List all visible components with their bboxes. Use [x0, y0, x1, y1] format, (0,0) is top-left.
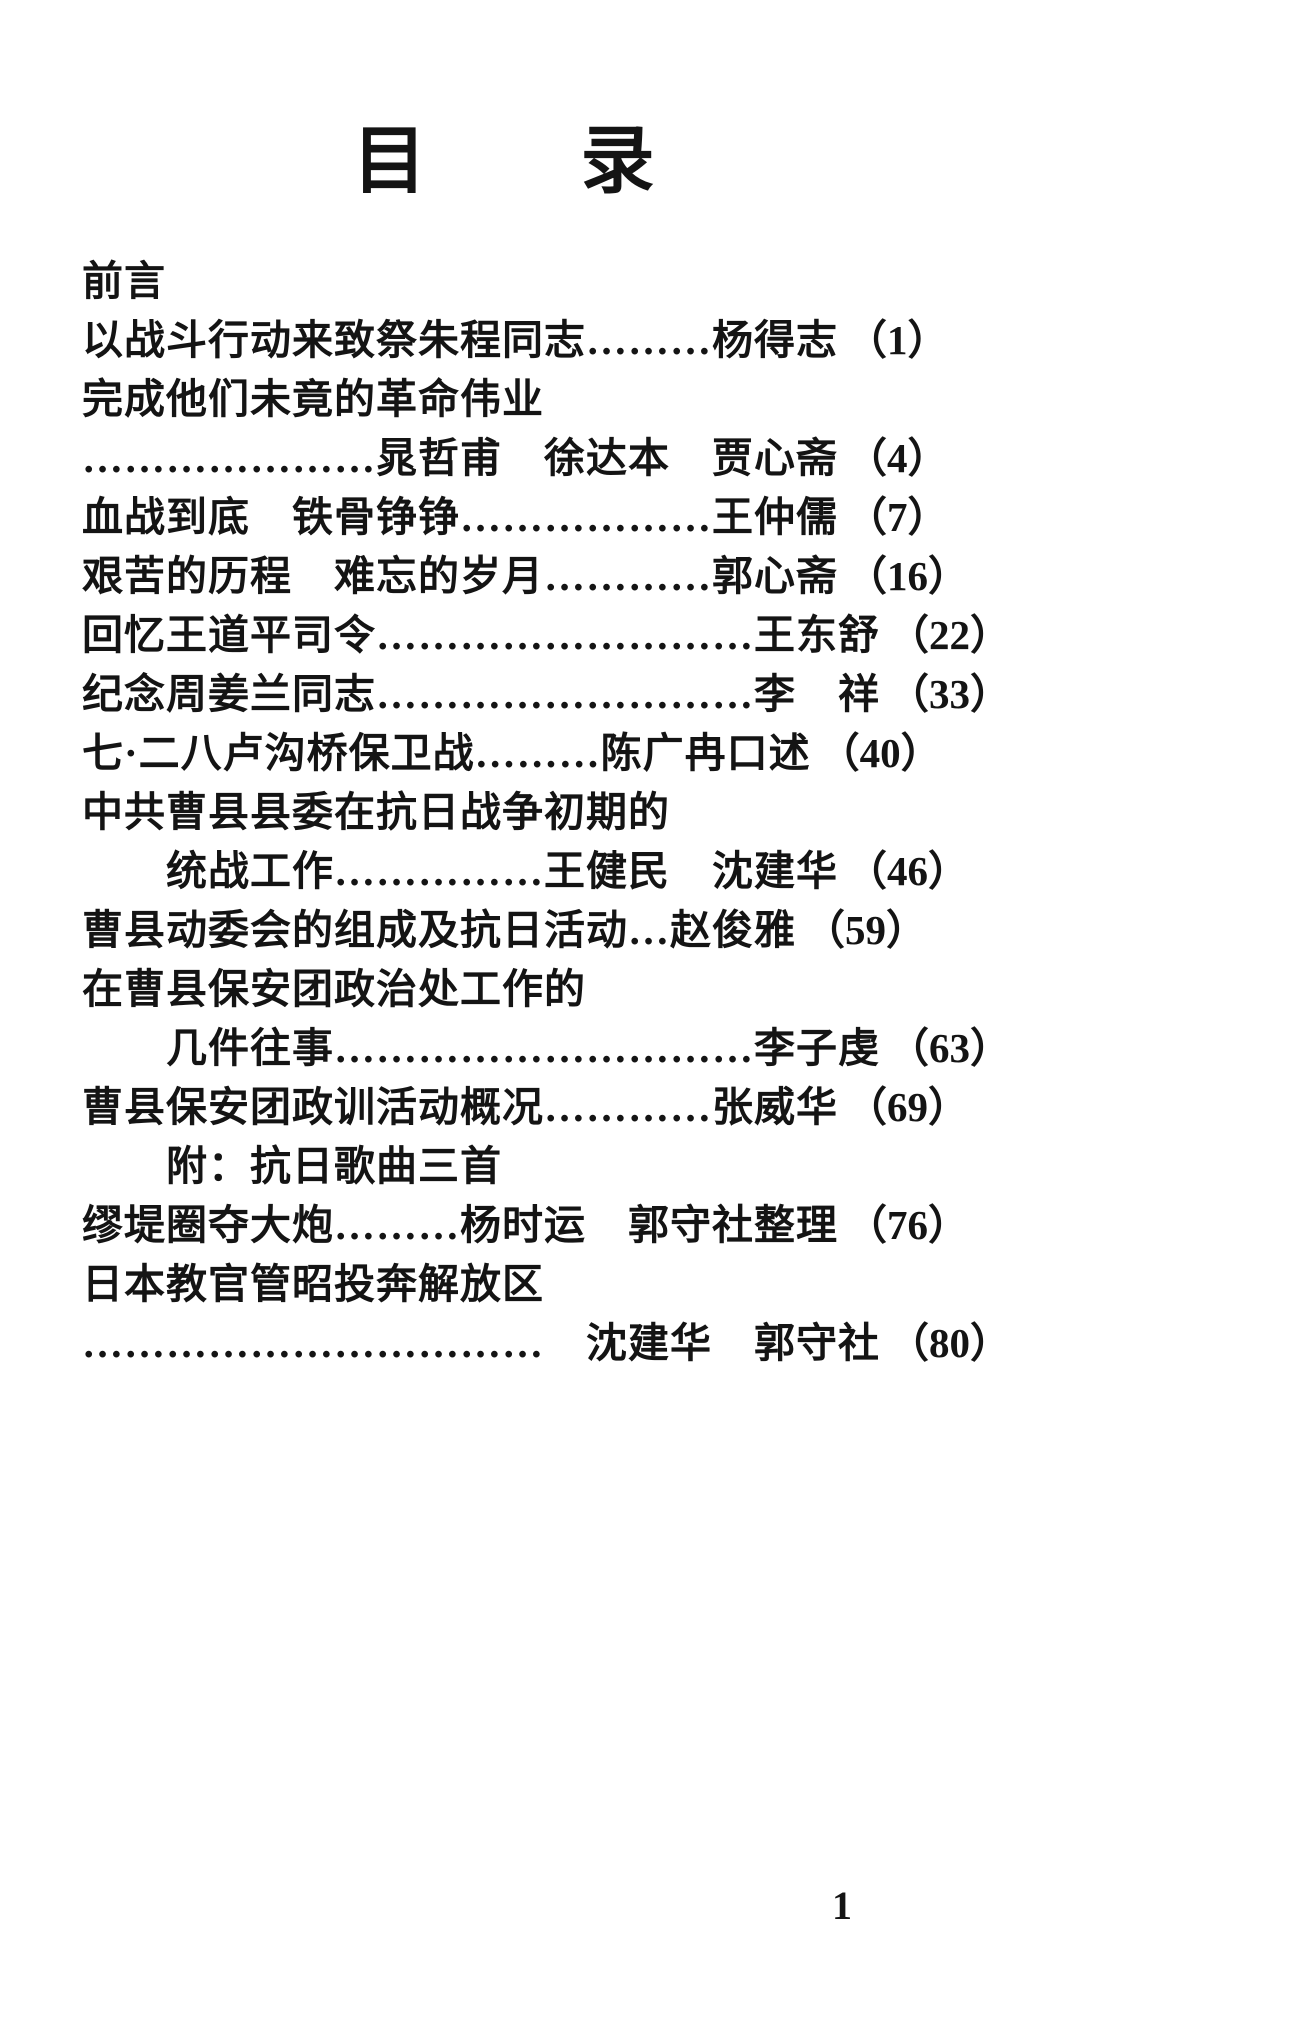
toc-entry: 在曹县保安团政治处工作的: [82, 960, 927, 1019]
entry-page-number: （80）: [888, 1320, 1011, 1366]
toc-entry: 几件往事…………………………李子虔 （63）: [82, 1019, 1011, 1078]
toc-entry: 艰苦的历程 难忘的岁月…………郭心斋 （16）: [82, 547, 969, 606]
entry-text: 七·二八卢沟桥保卫战………陈广冉口述: [82, 730, 811, 776]
toc-entry: 曹县保安团政训活动概况…………张威华 （69）: [82, 1078, 969, 1137]
entry-text: 日本教官管昭投奔解放区: [82, 1261, 544, 1307]
entry-text: 几件往事…………………………李子虔: [166, 1025, 880, 1071]
entry-text: 曹县保安团政训活动概况…………张威华: [82, 1084, 838, 1130]
toc-entry: 血战到底 铁骨铮铮………………王仲儒 （7）: [82, 488, 949, 547]
toc-entry: 前言: [82, 252, 927, 311]
entry-page-number: （1）: [846, 317, 949, 363]
entry-text: …………………………… 沈建华 郭守社: [82, 1320, 880, 1366]
entry-text: 统战工作……………王健民 沈建华: [166, 848, 838, 894]
toc-entries: 前言 以战斗行动来致祭朱程同志………杨得志 （1） 完成他们未竟的革命伟业 ………: [82, 252, 1011, 1373]
folio-page-number: 1: [832, 1883, 852, 1928]
entry-page-number: （46）: [846, 848, 969, 894]
entry-text: 附：抗日歌曲三首: [166, 1143, 502, 1189]
entry-text: 前言: [82, 258, 166, 304]
entry-page-number: （4）: [846, 435, 949, 481]
toc-entry: 曹县动委会的组成及抗日活动…赵俊雅 （59）: [82, 901, 927, 960]
toc-entry: 完成他们未竟的革命伟业: [82, 370, 927, 429]
toc-entry: 七·二八卢沟桥保卫战………陈广冉口述 （40）: [82, 724, 942, 783]
toc-entry: 日本教官管昭投奔解放区: [82, 1255, 927, 1314]
toc-entry: 纪念周姜兰同志………………………李 祥 （33）: [82, 665, 1011, 724]
entry-page-number: （59）: [804, 907, 927, 953]
entry-text: 在曹县保安团政治处工作的: [82, 966, 586, 1012]
entry-page-number: （40）: [818, 730, 942, 776]
entry-page-number: （33）: [888, 671, 1011, 717]
toc-entry: 统战工作……………王健民 沈建华 （46）: [82, 842, 969, 901]
toc-entry: …………………………… 沈建华 郭守社 （80）: [82, 1314, 1011, 1373]
toc-entry: 回忆王道平司令………………………王东舒 （22）: [82, 606, 1011, 665]
toc-entry: 以战斗行动来致祭朱程同志………杨得志 （1）: [82, 311, 949, 370]
entry-page-number: （63）: [888, 1025, 1011, 1071]
entry-text: …………………晁哲甫 徐达本 贾心斋: [82, 435, 838, 481]
entry-text: 缪堤圈夺大炮………杨时运 郭守社整理: [82, 1202, 838, 1248]
toc-entry: 中共曹县县委在抗日战争初期的: [82, 783, 927, 842]
toc-entry: 附：抗日歌曲三首: [82, 1137, 927, 1196]
entry-text: 血战到底 铁骨铮铮………………王仲儒: [82, 494, 838, 540]
entry-page-number: （69）: [846, 1084, 969, 1130]
entry-text: 完成他们未竟的革命伟业: [82, 376, 544, 422]
entry-page-number: （16）: [846, 553, 969, 599]
entry-page-number: （22）: [888, 612, 1011, 658]
entry-text: 纪念周姜兰同志………………………李 祥: [82, 671, 880, 717]
entry-text: 以战斗行动来致祭朱程同志………杨得志: [82, 317, 838, 363]
entry-text: 艰苦的历程 难忘的岁月…………郭心斋: [82, 553, 838, 599]
entry-text: 曹县动委会的组成及抗日活动…赵俊雅: [82, 907, 796, 953]
toc-entry: …………………晁哲甫 徐达本 贾心斋 （4）: [82, 429, 949, 488]
entry-text: 回忆王道平司令………………………王东舒: [82, 612, 880, 658]
entry-text: 中共曹县县委在抗日战争初期的: [82, 789, 670, 835]
entry-page-number: （76）: [846, 1202, 969, 1248]
entry-page-number: （7）: [846, 494, 949, 540]
page-title: 目 录: [352, 121, 657, 203]
toc-entry: 缪堤圈夺大炮………杨时运 郭守社整理 （76）: [82, 1196, 969, 1255]
